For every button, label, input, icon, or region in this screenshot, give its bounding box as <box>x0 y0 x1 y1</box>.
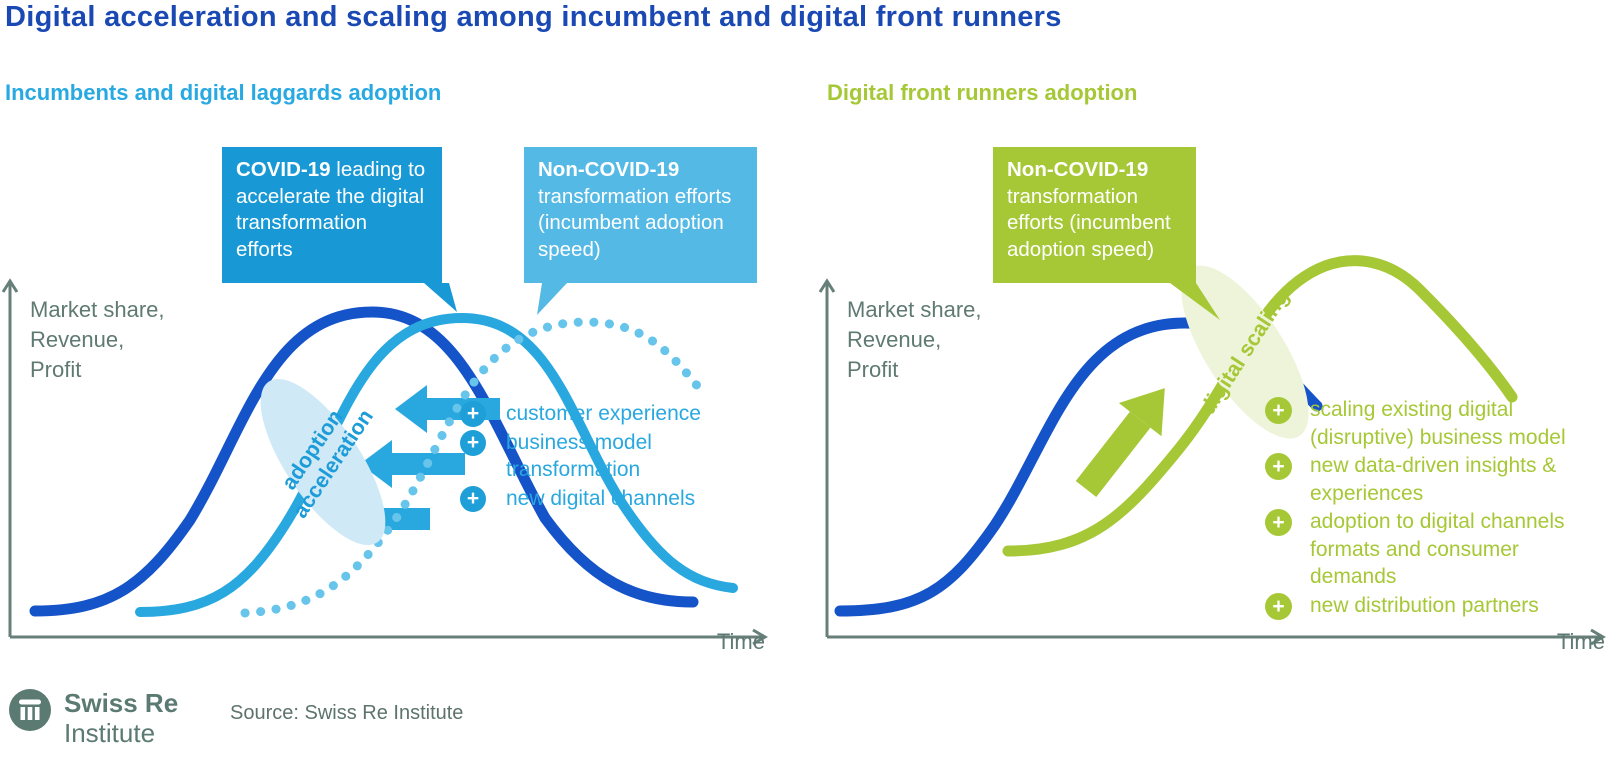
right-panel-heading: Digital front runners adoption <box>827 80 1138 105</box>
up-arrow-shaft <box>1075 411 1151 498</box>
left-x-axis-arrowhead <box>752 628 768 646</box>
swiss-re-logo: Swiss Re Institute <box>8 688 178 748</box>
temple-column <box>34 707 40 720</box>
swiss-re-logo-icon <box>9 689 51 731</box>
right-front-runner-curve <box>1002 255 1518 557</box>
bullet-text: customer experience <box>506 402 701 425</box>
right-x-axis-label: Time <box>1556 629 1605 654</box>
source-note: Source: Swiss Re Institute <box>230 702 464 724</box>
noncovid-callout-tail <box>537 283 567 315</box>
temple-roof <box>19 699 41 705</box>
callout-noncovid-right-bold: Non-COVID-19 <box>1007 158 1149 181</box>
bullet-text: new digital channels <box>506 486 696 510</box>
list-item: + adoption to digital channels formats a… <box>1265 508 1566 591</box>
list-item: + new distribution partners <box>1265 592 1566 620</box>
right-x-axis-arrowhead <box>1590 628 1606 646</box>
left-incumbent-curve <box>29 306 699 617</box>
right-y-axis-arrowhead <box>818 278 836 293</box>
left-laggard-covid-curve <box>135 312 738 617</box>
left-non-covid-dotted-curve <box>240 317 708 618</box>
list-item: + business model transformation <box>460 429 741 484</box>
callout-noncovid-left-text: transformation efforts (incumbent adopti… <box>538 184 732 261</box>
plus-icon: + <box>460 485 486 512</box>
plus-icon: + <box>460 401 486 427</box>
bullet-text: new data-driven insights & experiences <box>1310 454 1557 505</box>
callout-noncovid-right: Non-COVID-19 transformation efforts (inc… <box>993 147 1196 283</box>
plus-icon: + <box>460 429 486 456</box>
plus-icon: + <box>1265 453 1292 480</box>
digital-scaling-ellipse <box>1181 265 1309 439</box>
left-x-axis-label: Time <box>716 629 765 654</box>
bullet-text: scaling existing digital (disruptive) bu… <box>1310 398 1566 449</box>
axes <box>1 278 1606 646</box>
green-callout-tail <box>1170 283 1220 320</box>
adoption-acceleration-ellipse <box>260 378 386 546</box>
bullet-text: business model transformation <box>506 430 652 482</box>
list-item: + new digital channels <box>460 485 741 513</box>
right-bullet-list: + scaling existing digital (disruptive) … <box>1265 396 1566 621</box>
page-title: Digital acceleration and scaling among i… <box>5 1 1062 33</box>
temple-column <box>20 707 26 720</box>
callout-noncovid-right-text: transformation efforts (incumbent adopti… <box>1007 184 1171 261</box>
bullet-text: new distribution partners <box>1310 593 1539 617</box>
callout-covid19-bold: COVID-19 <box>236 158 331 181</box>
list-item: + scaling existing digital (disruptive) … <box>1265 396 1566 451</box>
left-y-axis-arrowhead <box>1 278 19 293</box>
logo-line1: Swiss Re <box>64 688 179 718</box>
plus-icon: + <box>1265 509 1292 536</box>
callout-noncovid-left: Non-COVID-19 transformation efforts (inc… <box>524 147 757 283</box>
left-panel-heading: Incumbents and digital laggards adoption <box>5 80 442 105</box>
left-arrow-icon <box>360 440 465 488</box>
left-arrow-icon <box>395 385 500 433</box>
bullet-text: adoption to digital channels formats and… <box>1310 510 1565 588</box>
list-item: + customer experience <box>460 400 741 428</box>
list-item: + new data-driven insights & experiences <box>1265 452 1566 507</box>
right-y-axis-label: Market share, Revenue, Profit <box>847 297 982 382</box>
callout-covid19: COVID-19 leading to accelerate the digit… <box>222 147 442 283</box>
plus-icon: + <box>1265 592 1292 620</box>
scaling-up-arrow-icon <box>1075 388 1165 498</box>
left-bullet-list: + customer experience + business model t… <box>460 400 741 513</box>
logo-wordmark: Swiss Re Institute <box>64 688 178 748</box>
callout-noncovid-left-bold: Non-COVID-19 <box>538 158 680 181</box>
plus-icon: + <box>1265 397 1292 424</box>
left-y-axis-label: Market share, Revenue, Profit <box>30 297 165 382</box>
logo-line2: Institute <box>64 718 156 748</box>
covid-callout-tail <box>424 283 457 312</box>
callout-covid19-text: leading to accelerate the digital transf… <box>236 158 426 261</box>
temple-column <box>27 707 33 720</box>
up-arrow-head <box>1118 388 1165 437</box>
